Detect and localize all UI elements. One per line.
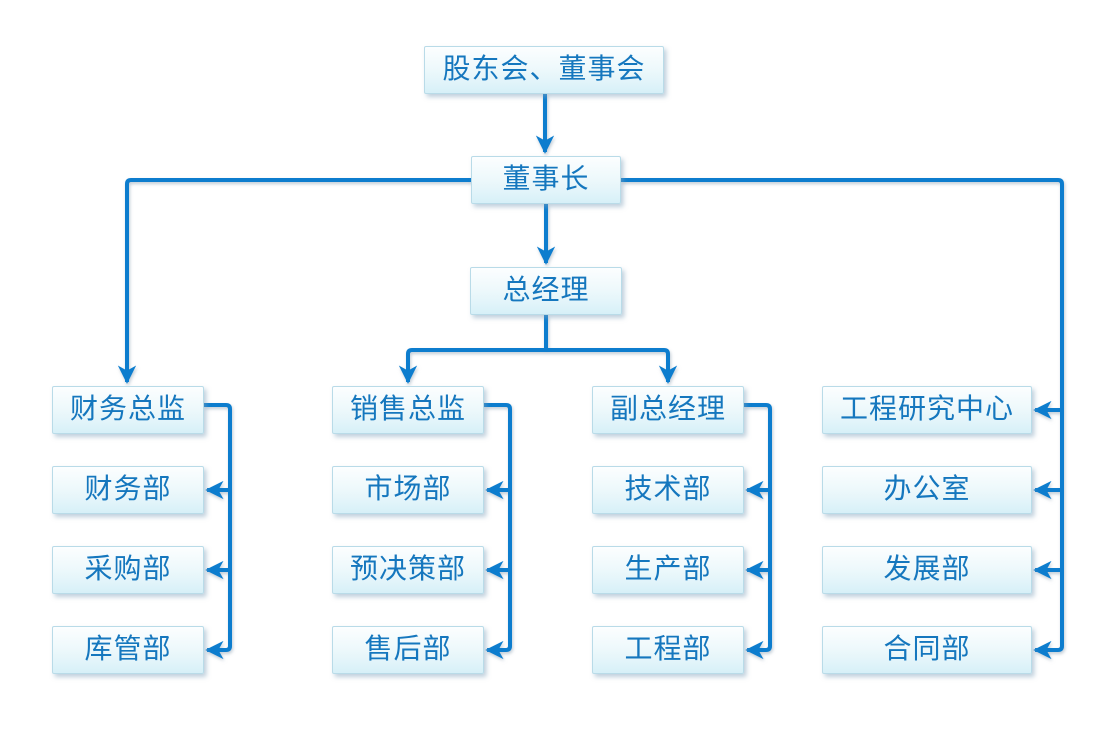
node-marketing-dept: 市场部 xyxy=(332,466,484,514)
node-finance-director: 财务总监 xyxy=(52,386,204,434)
node-general-manager: 总经理 xyxy=(470,267,622,315)
node-finance-dept: 财务部 xyxy=(52,466,204,514)
node-technology-dept: 技术部 xyxy=(592,466,744,514)
node-sales-director: 销售总监 xyxy=(332,386,484,434)
connector-gm-to-deputy-gm xyxy=(546,348,678,384)
node-office: 办公室 xyxy=(822,466,1032,514)
node-shareholders-board: 股东会、董事会 xyxy=(424,46,664,94)
node-contract-dept: 合同部 xyxy=(822,626,1032,674)
node-production-dept: 生产部 xyxy=(592,546,744,594)
node-after-sales-dept: 售后部 xyxy=(332,626,484,674)
connector-finance-trunk xyxy=(204,403,232,660)
node-chairman: 董事长 xyxy=(471,156,621,204)
connector-chairman-right-trunk xyxy=(621,178,1064,660)
connector-chairman-to-finance-director xyxy=(117,178,472,384)
connector-sales-trunk xyxy=(484,403,512,660)
node-development-dept: 发展部 xyxy=(822,546,1032,594)
node-warehouse-dept: 库管部 xyxy=(52,626,204,674)
node-budget-decision-dept: 预决策部 xyxy=(332,546,484,594)
node-deputy-general-manager: 副总经理 xyxy=(592,386,744,434)
connector-gm-to-sales-director xyxy=(398,348,546,384)
node-engineering-dept: 工程部 xyxy=(592,626,744,674)
connector-deputy-trunk xyxy=(744,403,772,660)
node-engineering-research-center: 工程研究中心 xyxy=(822,386,1032,434)
node-purchasing-dept: 采购部 xyxy=(52,546,204,594)
